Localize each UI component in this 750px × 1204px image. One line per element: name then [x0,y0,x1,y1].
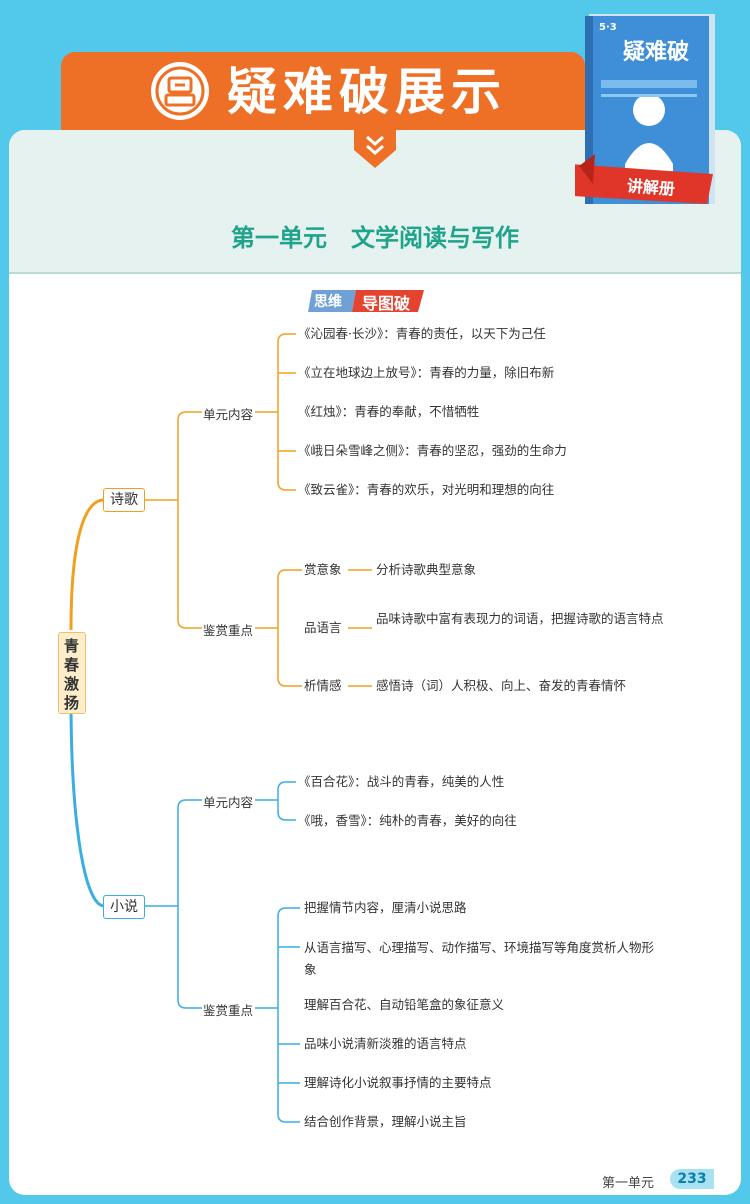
tag-right: 导图破 [362,294,411,313]
book-logo: 5·3 [599,22,617,33]
book-cover: 5·3 疑难破 讲解册 [569,14,715,214]
novel-appreciation-label: 鉴赏重点 [203,1003,254,1018]
poetry-content-item: 《沁园春·长沙》：青春的责任，以天下为己任 [298,326,546,341]
unit-title: 第一单元 文学阅读与写作 [231,224,519,252]
novel-appreciation-item: 结合创作背景，理解小说主旨 [304,1114,467,1129]
poetry-content-item: 《红烛》：青春的奉献，不惜牺牲 [298,404,480,419]
novel-appreciation-item: 品味小说清新淡雅的语言特点 [304,1036,467,1051]
poetry-content-item: 《致云雀》：青春的欢乐，对光明和理想的向往 [298,482,555,497]
content-card: 第一单元 文学阅读与写作 [9,130,741,1195]
poetry-content-item: 《立在地球边上放号》：青春的力量，除旧布新 [298,365,555,380]
root-node: 青春激扬 [58,632,86,714]
novel-appreciation-item: 理解百合花、自动铅笔盒的象征意义 [304,997,505,1012]
poetry-label: 诗歌 [110,492,138,508]
book-icon [151,62,209,120]
novel-appreciation-item: 把握情节内容，厘清小说思路 [304,900,467,915]
mindmap-tag: 思维 导图破 [306,288,424,314]
poetry-content-item: 《峨日朵雪峰之侧》：青春的坚忍，强劲的生命力 [298,443,567,458]
poetry-appreciation-key: 品语言 [304,620,342,635]
book-title: 疑难破 [623,40,690,65]
novel-content-label: 单元内容 [203,795,254,810]
poetry-appreciation-key: 赏意象 [304,562,342,577]
novel-content-item: 《百合花》：战斗的青春，纯美的人性 [298,774,505,789]
poetry-appreciation-label: 鉴赏重点 [203,623,254,638]
novel-node: 小说 [103,895,145,919]
poetry-appreciation-value: 感悟诗（词）人积极、向上、奋发的青春情怀 [376,678,627,693]
root-label: 青春激扬 [64,637,80,712]
poetry-appreciation-key: 析情感 [304,678,342,693]
poetry-appreciation-value: 分析诗歌典型意象 [376,562,477,577]
page-number: 233 [670,1169,714,1189]
novel-appreciation-item: 从语言描写、心理描写、动作描写、环境描写等角度赏析人物形象 [304,940,655,977]
poetry-content-label: 单元内容 [203,407,254,422]
footer-unit: 第一单元 [601,1176,654,1191]
novel-content-item: 《哦，香雪》：纯朴的青春，美好的向往 [298,813,517,828]
chevron-down-icon [354,130,396,168]
poetry-node: 诗歌 [103,488,145,512]
novel-label: 小说 [110,899,138,915]
header-banner: 疑难破展示 [61,52,585,132]
header-title: 疑难破展示 [227,63,507,121]
poetry-appreciation-value: 品味诗歌中富有表现力的词语，把握诗歌的语言特点 [376,611,664,626]
tag-left: 思维 [314,294,342,310]
novel-appreciation-item: 理解诗化小说叙事抒情的主要特点 [304,1075,492,1090]
